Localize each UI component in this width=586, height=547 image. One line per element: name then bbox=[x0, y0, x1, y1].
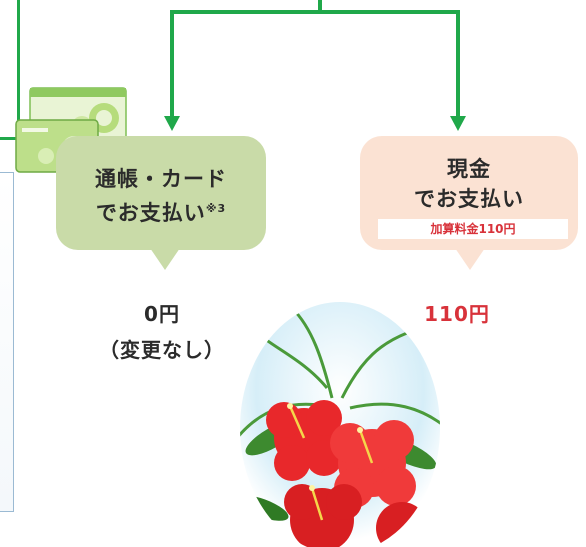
left-option-bubble: 通帳・カード でお支払い※3 bbox=[56, 136, 266, 250]
left-amount-note: （変更なし） bbox=[99, 338, 225, 362]
left-bubble-tail bbox=[150, 248, 180, 270]
right-option-bubble: 現金 でお支払い 加算料金110円 bbox=[360, 136, 578, 250]
right-option-line2: でお支払い bbox=[414, 187, 524, 211]
left-option-text: 通帳・カード でお支払い※3 bbox=[56, 136, 266, 228]
right-amount: 110円 bbox=[424, 302, 490, 326]
arrow-left-head bbox=[164, 116, 180, 131]
left-amount: 0円 bbox=[144, 302, 180, 326]
left-partial-box-top bbox=[0, 0, 20, 140]
left-partial-box-bottom bbox=[0, 172, 14, 512]
right-option-text: 現金 でお支払い bbox=[360, 136, 578, 214]
left-option-line2: でお支払い bbox=[95, 201, 206, 225]
left-option-line2-wrap: でお支払い※3 bbox=[56, 194, 266, 228]
right-option-line1: 現金 bbox=[447, 157, 491, 181]
hibiscus-illustration bbox=[240, 302, 440, 547]
fee-label: 加算料金110円 bbox=[378, 219, 568, 239]
right-bubble-tail bbox=[455, 248, 485, 270]
left-option-note: ※3 bbox=[205, 202, 227, 215]
arrow-right-head bbox=[450, 116, 466, 131]
left-option-line1: 通帳・カード bbox=[95, 167, 227, 191]
flow-arrows bbox=[164, 0, 466, 131]
